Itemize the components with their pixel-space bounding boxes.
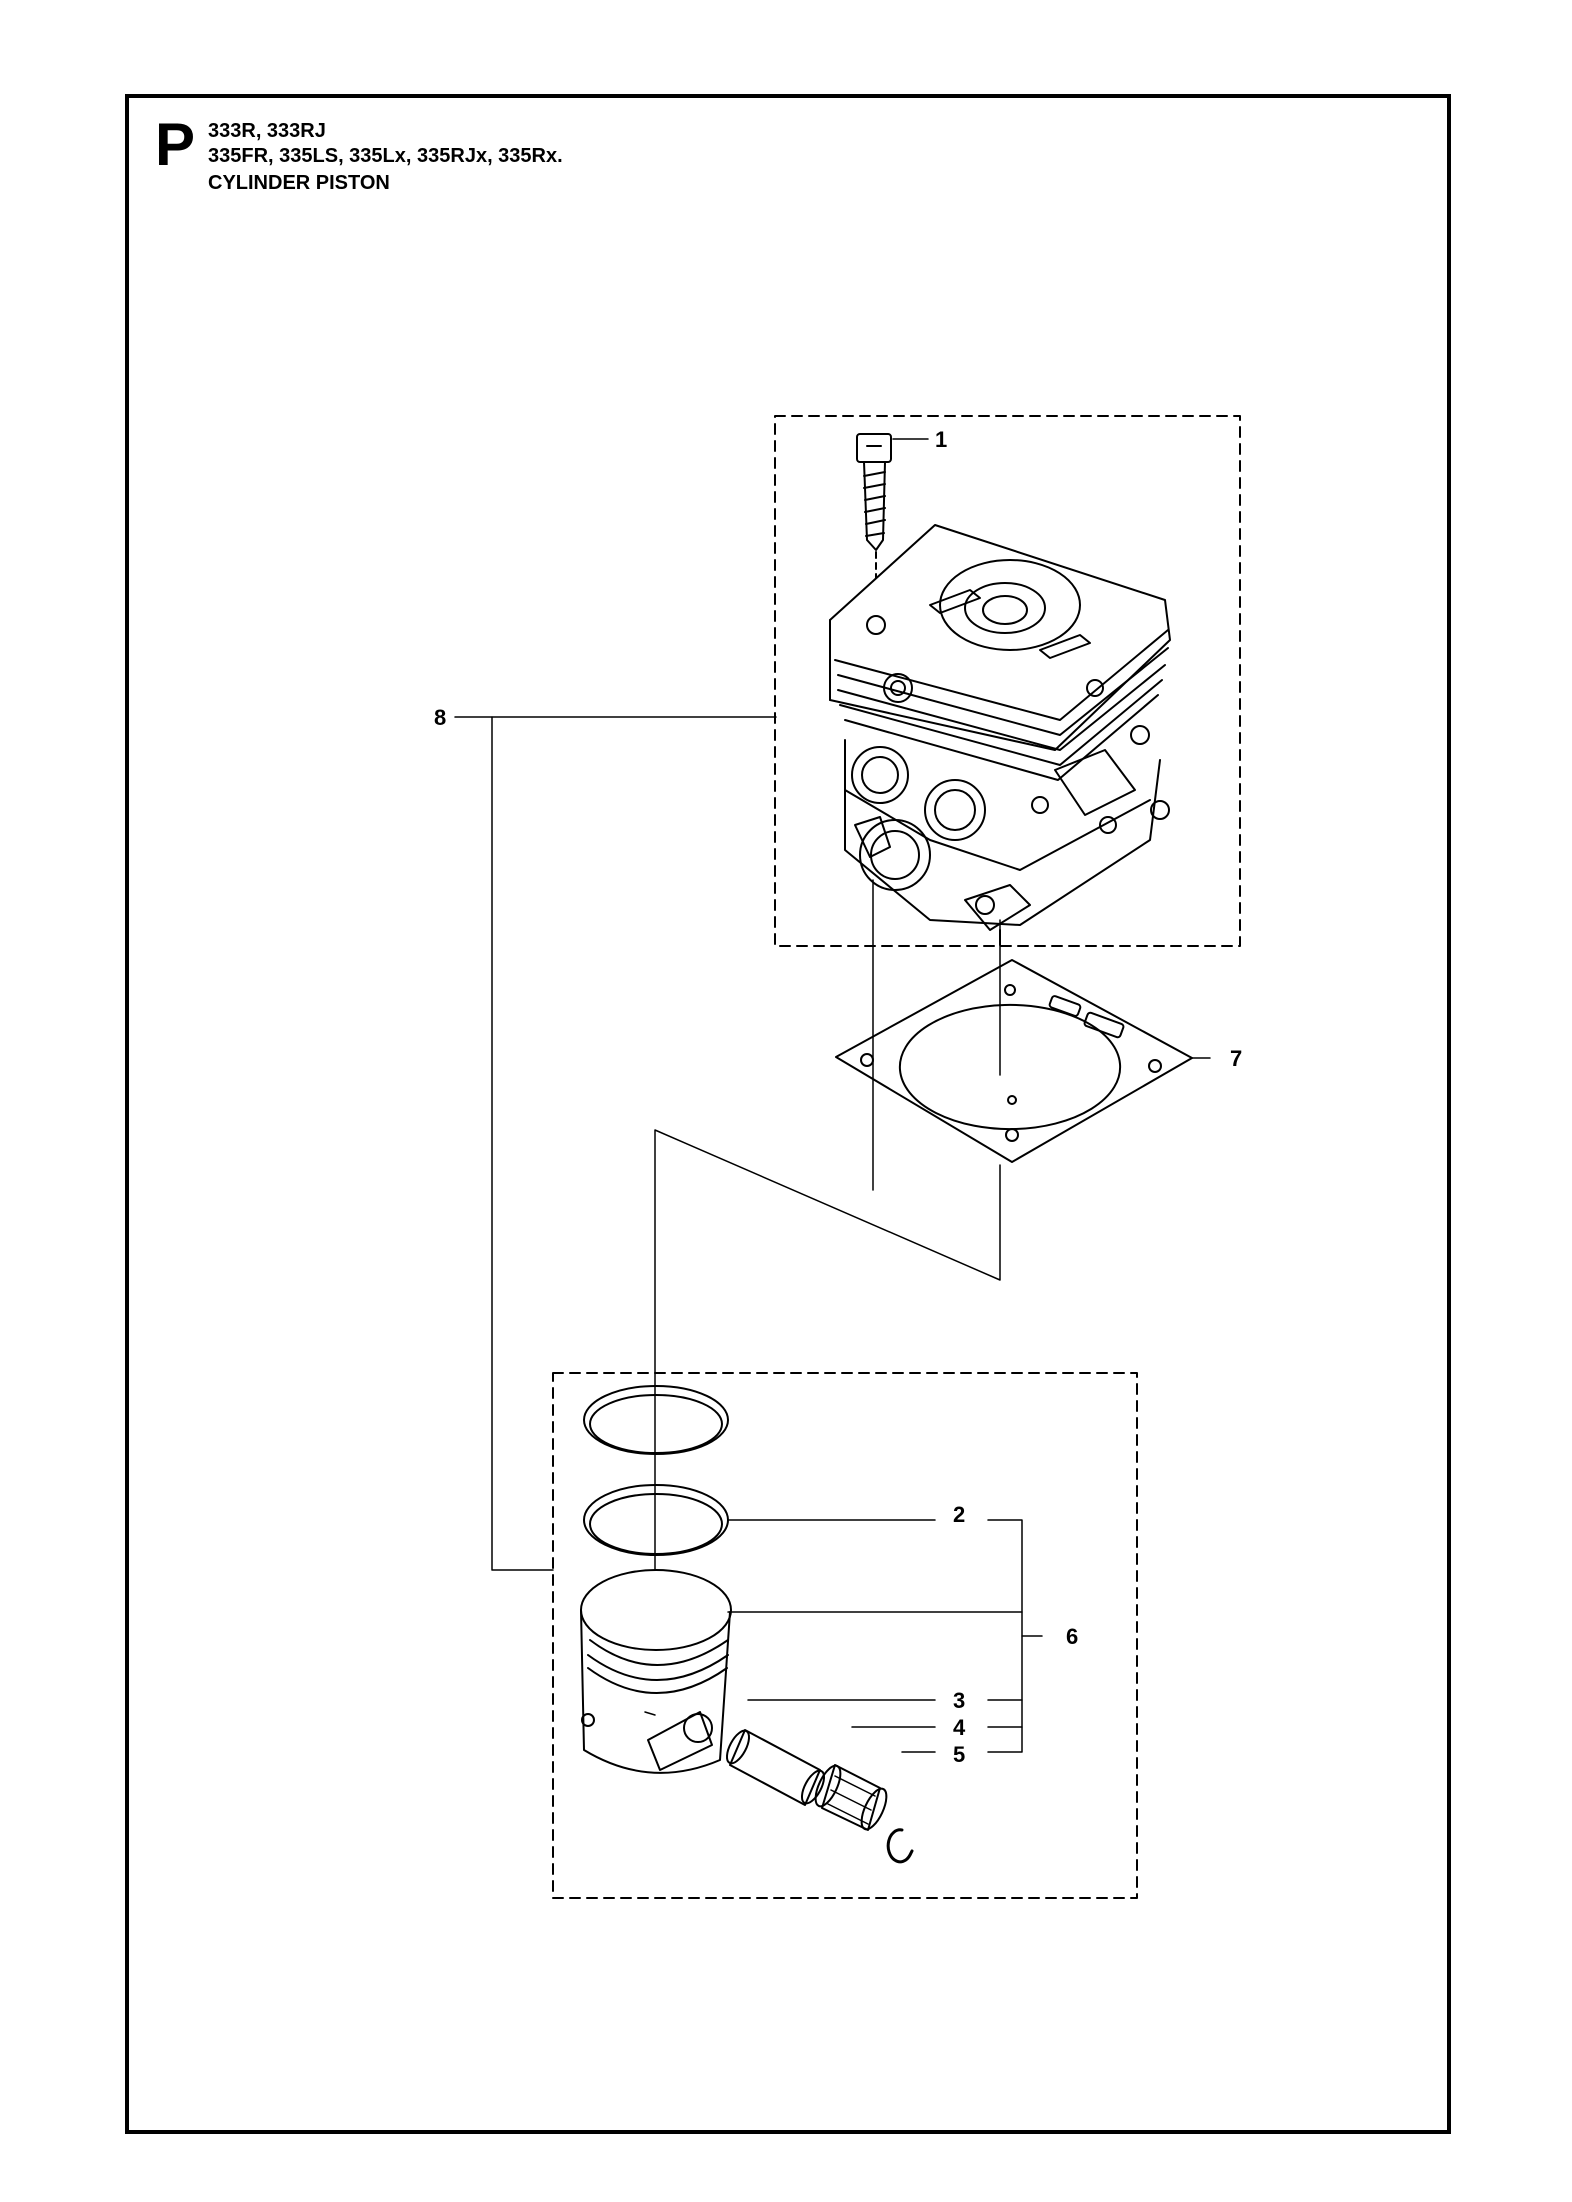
callout-5: 5 — [953, 1742, 965, 1767]
section-letter: P — [155, 111, 196, 178]
model-line-2: 335FR, 335LS, 335Lx, 335RJx, 335Rx. — [208, 145, 563, 167]
cylinder-assembly-box — [774, 415, 1241, 947]
model-line-1: 333R, 333RJ — [208, 120, 326, 142]
page-frame — [125, 94, 1451, 2134]
piston-pin — [725, 1729, 826, 1806]
callout-1: 1 — [935, 427, 947, 452]
callout-7: 7 — [1230, 1046, 1242, 1071]
callout-6: 6 — [1066, 1624, 1078, 1649]
page-title: CYLINDER PISTON — [208, 172, 390, 194]
callout-2: 2 — [953, 1502, 965, 1527]
callout-8: 8 — [434, 705, 446, 730]
piston — [580, 1569, 732, 1774]
cylinder-gasket — [835, 959, 1193, 1163]
needle-bearing — [814, 1764, 888, 1831]
piston-rings — [583, 1385, 729, 1556]
cylinder-screw — [856, 433, 892, 601]
piston-kit-box — [552, 1372, 1138, 1899]
callout-3: 3 — [953, 1688, 965, 1713]
callout-4: 4 — [953, 1715, 966, 1740]
leader-lines — [454, 438, 1211, 1753]
circlip — [886, 1828, 914, 1864]
cylinder — [829, 524, 1171, 946]
